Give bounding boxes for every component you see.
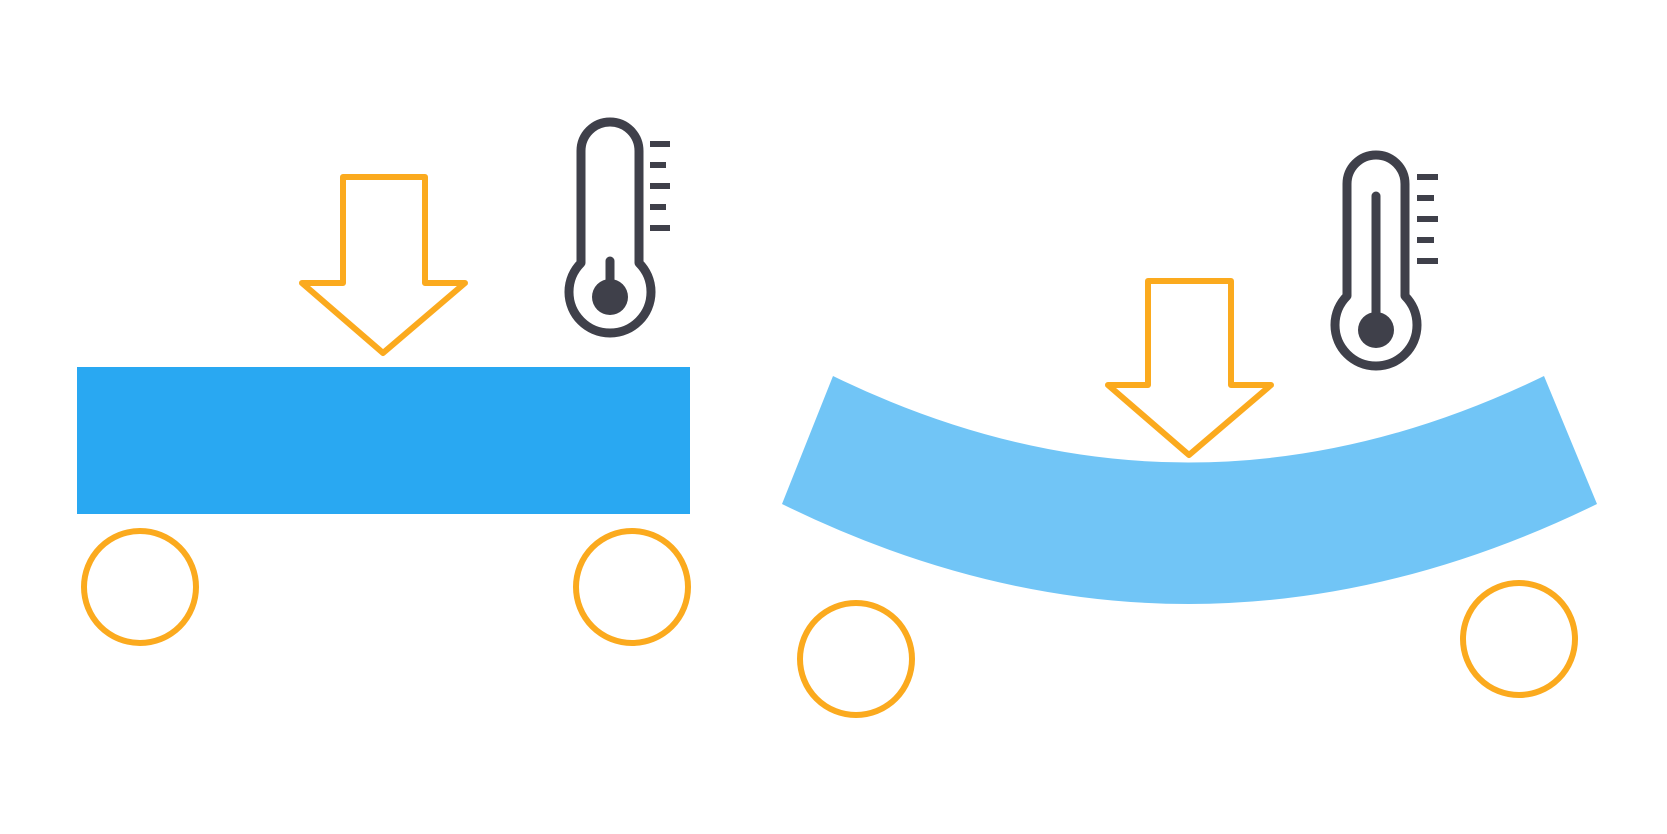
panel-straight-beam: [77, 117, 691, 646]
down-arrow-load-icon: [299, 174, 468, 356]
down-arrow-load-icon: [1105, 278, 1274, 458]
bent-beam: [782, 376, 1597, 604]
panel-bent-beam: [782, 150, 1597, 718]
roller-support-icon: [81, 528, 199, 646]
straight-beam: [77, 367, 690, 514]
roller-support-icon: [797, 600, 915, 718]
roller-support-icon: [573, 528, 691, 646]
temperature-scale-icon: [1417, 174, 1438, 264]
low-temperature-thermometer-icon: [564, 117, 670, 338]
high-temperature-thermometer-icon: [1330, 150, 1438, 371]
temperature-scale-icon: [650, 141, 670, 231]
roller-support-icon: [1460, 580, 1578, 698]
